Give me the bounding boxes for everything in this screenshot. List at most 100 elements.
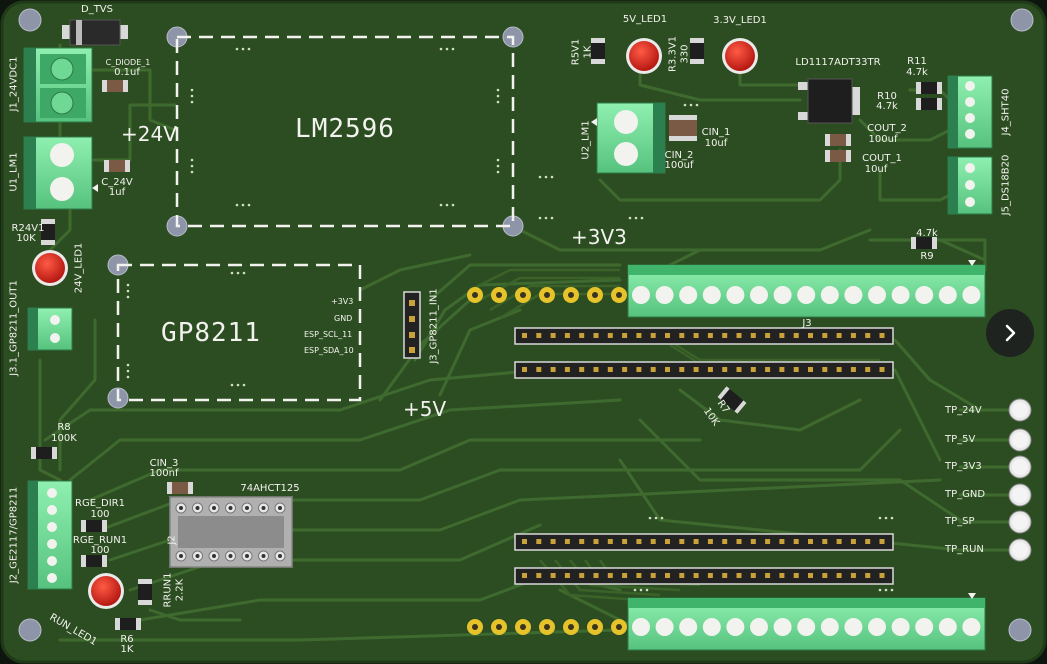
terminal-hole [750,286,768,304]
terminal-hole [726,618,745,636]
label-d-tvs: D_TVS [81,4,113,15]
terminal-hole [726,286,745,304]
terminal-hole [844,286,863,304]
label-rge-dir1-val: 100 [90,509,110,520]
terminal-hole [962,618,981,636]
terminal-hole [868,618,886,636]
label-cout-1: COUT_1 [862,153,902,164]
terminal-j3-1 [27,307,73,351]
terminal-j4-sht40 [947,75,993,149]
label-pin-sda: ESP_SDA_10 [304,346,354,355]
label-ld1117: LD1117ADT33TR [795,57,881,68]
label-r8-val: 100K [51,433,77,444]
label-plus24v: +24V [121,122,177,146]
label-cin-3: CIN_3 [149,458,179,469]
gp8211-outline [116,263,362,402]
label-r6-val: 1K [120,644,134,655]
gp8211-in-header [403,291,421,359]
label-j2-ge2117: J2_GE2117/GP8211 [8,486,20,584]
label-tp-run: TP_RUN [945,544,984,555]
lm2596-outline [175,35,515,228]
label-r5v1: R5V1 [570,38,582,66]
d-tvs-diode [62,19,128,46]
label-pin-3v3: +3V3 [331,297,354,306]
label-r10-val: 4.7k [876,101,898,112]
terminal-u2-lm1 [591,102,666,174]
terminal-hole [938,618,957,636]
label-tp-3v3: TP_3V3 [945,461,982,472]
label-r11: R11 [907,56,927,67]
pin-header-upper [514,327,894,379]
label-tp-gnd: TP_GND [945,489,986,500]
terminal-hole [820,286,839,304]
terminal-hole [844,618,863,636]
label-c-diode-val: 0.1uf [114,67,140,78]
terminal-hole [702,286,721,304]
label-j1-24vdc1: J1_24VDC1 [8,56,20,112]
terminal-u1-lm1 [23,136,98,210]
label-pin-scl: ESP_SCL_11 [304,330,353,339]
terminal-j1-24vdc [23,47,93,123]
leds [32,38,758,609]
terminal-j5-ds18b20 [947,156,993,215]
label-74ahct125: 74AHCT125 [240,483,300,494]
label-cout-1-val: 10uf [864,164,888,175]
label-cin-2-val: 100uf [664,160,694,171]
label-u2-lm1: U2_LM1 [580,120,592,160]
label-tp-sp: TP_SP [945,516,975,527]
next-image-button[interactable] [986,309,1034,357]
label-cin-3-val: 100nf [149,468,179,479]
label-tp-24v: TP_24V [945,405,982,416]
label-r24v1-val: 10K [16,233,36,244]
terminal-hole [891,618,910,636]
label-r24v1: R24V1 [11,223,45,234]
label-cout-2: COUT_2 [867,123,907,134]
terminal-hole [868,286,886,304]
label-rrun1-val: 2.2K [174,578,186,602]
label-lm2596: LM2596 [295,114,395,144]
terminal-hole [679,286,698,304]
terminal-hole [891,286,910,304]
label-j3-gp8211-in1: J3_GP8211_IN1 [428,288,440,364]
label-r5v1-val: 1K [582,45,594,59]
label-j2-ic: J2 [166,535,178,545]
label-plus5v: +5V [403,397,447,421]
chevron-right-icon [1005,324,1016,342]
label-r11-val: 4.7k [906,67,928,78]
label-cin-1: CIN_1 [701,127,731,138]
terminal-hole [915,286,934,304]
label-j3: J3 [802,318,812,329]
ld1117-regulator [798,78,860,124]
label-tp-5v: TP_5V [945,434,976,445]
label-j5-ds18b20: J5_DS18B20 [1000,154,1012,216]
label-j3-1-gp8211-out1: J3.1_GP8211_OUT1 [8,280,20,376]
terminal-hole [655,286,674,304]
label-c-24v-val: 1uf [108,187,126,198]
terminal-hole [915,618,934,636]
terminal-hole [962,286,981,304]
label-r10: R10 [877,91,897,102]
terminal-hole [938,286,957,304]
label-3v3-led1: 3.3V_LED1 [713,15,767,26]
label-r6: R6 [120,634,134,645]
terminal-hole [797,286,816,304]
label-r8: R8 [57,422,71,433]
terminal-hole [632,618,650,636]
label-u1-lm1: U1_LM1 [8,152,20,192]
terminal-hole [655,618,674,636]
label-cin-1-val: 10uf [704,138,728,149]
terminal-hole [750,618,768,636]
terminal-hole [702,618,721,636]
label-c-diode-1: C_DIODE_1 [105,58,151,67]
label-plus3v3: +3V3 [571,225,627,249]
terminal-hole [820,618,839,636]
label-rge-run1-val: 100 [90,545,110,556]
terminal-hole [632,286,650,304]
label-24v-led1: 24V_LED1 [73,242,85,294]
label-j4-sht40: J4_SHT40 [1000,88,1012,136]
label-cout-2-val: 100uf [868,134,898,145]
label-5v-led1: 5V_LED1 [622,14,668,25]
terminal-j2-ge2117 [27,480,73,590]
label-rrun1: RRUN1 [162,572,174,608]
